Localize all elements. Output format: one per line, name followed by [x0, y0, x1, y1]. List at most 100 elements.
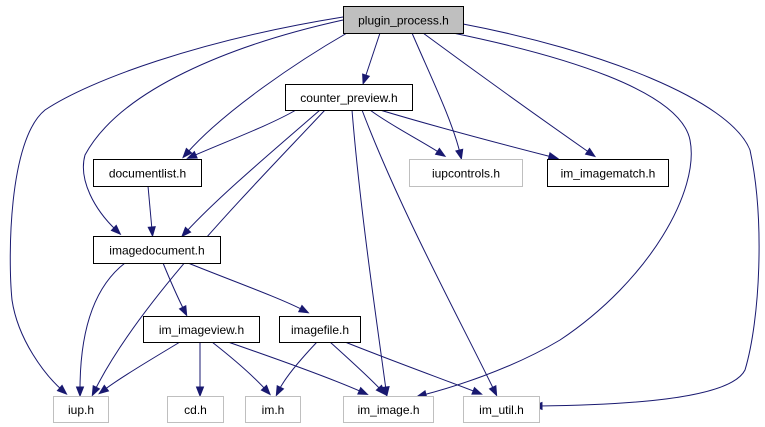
node-box [285, 84, 413, 111]
edge-plugin_process-to-iupcontrols [411, 32, 464, 161]
node-box [279, 316, 361, 343]
edge-plugin_process-to-im_util [462, 23, 760, 411]
edge-imagedocument-to-imagefile [187, 262, 310, 314]
arrowhead [182, 147, 193, 159]
arrowhead [584, 147, 597, 158]
node-counter_preview[interactable]: counter_preview.h [285, 84, 413, 111]
arrowhead [547, 152, 560, 161]
edge-counter_preview-to-documentlist [186, 109, 297, 159]
edge-counter_preview-to-imagedocument [181, 109, 321, 238]
edge-line [162, 262, 185, 311]
node-im_util: im_util.h [463, 396, 540, 423]
edge-im_imageview-to-cd [195, 342, 205, 398]
node-label: imagefile.h [291, 323, 349, 337]
arrowhead [98, 384, 110, 395]
arrowhead [75, 386, 85, 398]
arrowhead [275, 384, 285, 397]
edge-line [103, 341, 181, 391]
edge-imagefile-to-im_image [329, 341, 386, 396]
edge-counter_preview-to-iupcontrols [369, 109, 447, 158]
edge-im_imageview-to-iup [98, 341, 181, 395]
node-label: iup.h [68, 403, 94, 417]
arrowhead [195, 386, 205, 398]
node-box [343, 6, 464, 34]
node-box [343, 396, 434, 423]
edge-im_imageview-to-im_image [227, 341, 369, 395]
node-label: im_imagematch.h [561, 167, 656, 181]
arrowhead [362, 73, 371, 86]
node-box [245, 396, 301, 423]
edge-plugin_process-to-im_image [415, 32, 692, 399]
arrowhead [471, 386, 483, 395]
edge-plugin_process-to-iup [9, 16, 344, 395]
edge-line [185, 109, 321, 233]
node-box [53, 396, 109, 423]
edge-plugin_process-to-counter_preview [362, 32, 381, 86]
edge-line [462, 23, 760, 407]
edge-line [411, 32, 461, 154]
edge-line [351, 109, 387, 391]
node-label: im_util.h [479, 403, 524, 417]
edge-line [278, 341, 318, 391]
arrowhead [260, 384, 271, 396]
node-im: im.h [245, 396, 301, 423]
arrowhead [488, 385, 498, 397]
node-box [167, 396, 224, 423]
edge-line [422, 32, 591, 154]
node-label: plugin_process.h [358, 14, 449, 28]
node-iup: iup.h [53, 396, 109, 423]
edge-line [329, 341, 382, 391]
node-label: documentlist.h [109, 167, 186, 181]
edge-documentlist-to-imagedocument [147, 185, 156, 238]
edge-line [9, 16, 344, 391]
node-plugin_process[interactable]: plugin_process.h [343, 6, 464, 34]
edge-line [422, 32, 692, 396]
edge-line [379, 109, 553, 158]
edge-line [147, 185, 153, 231]
arrowhead [455, 148, 464, 161]
node-box [143, 316, 260, 343]
arrowhead [434, 147, 447, 158]
node-label: iupcontrols.h [432, 167, 500, 181]
node-im_image: im_image.h [343, 396, 434, 423]
edge-im_imageview-to-im [211, 341, 271, 396]
edge-counter_preview-to-im_image [351, 109, 390, 398]
edge-line [186, 32, 348, 154]
edge-line [79, 262, 126, 391]
node-cd: cd.h [167, 396, 224, 423]
edge-line [364, 32, 381, 79]
node-label: im_imageview.h [159, 323, 244, 337]
arrowhead [56, 384, 68, 395]
edge-line [211, 341, 267, 391]
node-box [93, 236, 221, 264]
edge-line [361, 109, 495, 391]
node-imagefile[interactable]: imagefile.h [279, 316, 361, 343]
node-box [93, 159, 202, 187]
edge-layer [9, 16, 760, 411]
edge-plugin_process-to-imagedocument [83, 19, 344, 236]
node-iupcontrols: iupcontrols.h [409, 159, 523, 187]
arrowhead [110, 224, 122, 236]
node-imagedocument[interactable]: imagedocument.h [93, 236, 221, 264]
edge-line [227, 341, 363, 393]
arrowhead [357, 386, 369, 395]
edge-line [83, 19, 344, 231]
node-label: imagedocument.h [109, 244, 204, 258]
arrowhead [178, 304, 188, 317]
node-box [409, 159, 523, 187]
edge-counter_preview-to-im_imagematch [379, 109, 560, 161]
node-im_imageview[interactable]: im_imageview.h [143, 316, 260, 343]
edge-line [369, 109, 441, 154]
node-label: im.h [262, 403, 285, 417]
node-documentlist[interactable]: documentlist.h [93, 159, 202, 187]
arrowhead [91, 384, 101, 397]
edge-line [344, 341, 477, 393]
edge-imagedocument-to-im_imageview [162, 262, 188, 317]
node-label: cd.h [184, 403, 207, 417]
node-im_imagematch[interactable]: im_imagematch.h [547, 159, 669, 187]
edge-imagefile-to-im_util [344, 341, 483, 395]
arrowhead [297, 304, 310, 314]
edge-counter_preview-to-im_util [361, 109, 498, 397]
edge-plugin_process-to-im_imagematch [422, 32, 597, 158]
